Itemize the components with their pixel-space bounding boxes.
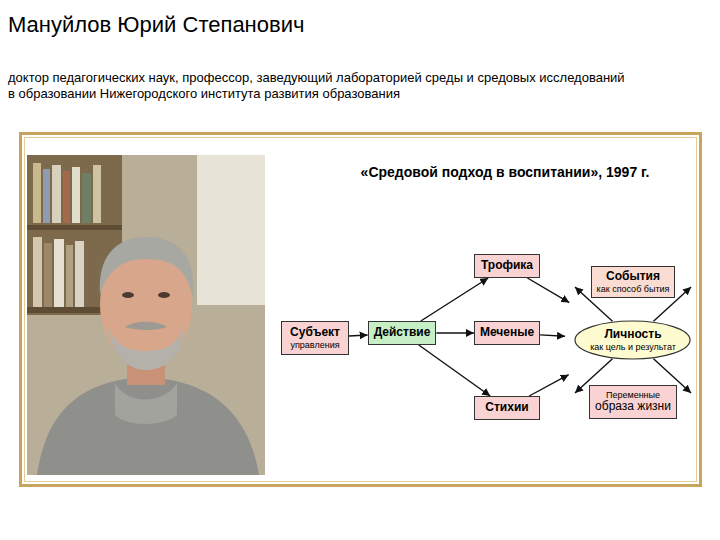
node-heading: Действие <box>374 326 431 340</box>
arrow-connector <box>419 345 490 396</box>
node-heading: Стихии <box>485 401 528 415</box>
ellipse-fill <box>566 234 700 446</box>
arrow-connector <box>527 278 569 303</box>
environment-oval: Событиякак способ бытияЛичностькак цель … <box>565 233 701 447</box>
factor-box: Стихии <box>474 396 540 420</box>
arrow-connector <box>421 278 488 321</box>
process-box: Субъектуправления <box>281 321 349 355</box>
node-heading: Переменные <box>606 390 660 400</box>
arrow-connector <box>349 335 368 336</box>
event-box: Событиякак способ бытия <box>591 266 676 298</box>
factor-box: Меченые <box>474 321 540 345</box>
author-description: доктор педагогических наук, профессор, з… <box>8 70 628 101</box>
lifestyle-box: Переменныеобраза жизни <box>589 385 677 419</box>
node-subtext: как способ бытия <box>597 284 670 294</box>
node-heading: События <box>606 270 660 284</box>
node-subtext: как цель и результат <box>590 342 676 352</box>
diagram-title: «Средовой подход в воспитании», 1997 г. <box>300 164 710 180</box>
node-heading: Субъект <box>290 326 340 340</box>
node-heading: Личность <box>604 328 661 342</box>
node-heading: Трофика <box>481 259 533 273</box>
factor-box: Трофика <box>474 254 540 278</box>
node-heading: Меченые <box>480 326 534 340</box>
arrow-connector <box>436 332 474 333</box>
portrait-photo <box>27 155 265 475</box>
author-name: Мануйлов Юрий Степанович <box>8 12 708 38</box>
arrow-connector <box>540 335 565 336</box>
personality-ellipse: Личностькак цель и результат <box>574 320 691 360</box>
arrow-connector <box>529 375 568 396</box>
ellipse-fill <box>575 321 690 359</box>
action-box: Действие <box>368 321 437 345</box>
node-subtext: образа жизни <box>595 400 671 414</box>
node-subtext: управления <box>290 340 339 350</box>
